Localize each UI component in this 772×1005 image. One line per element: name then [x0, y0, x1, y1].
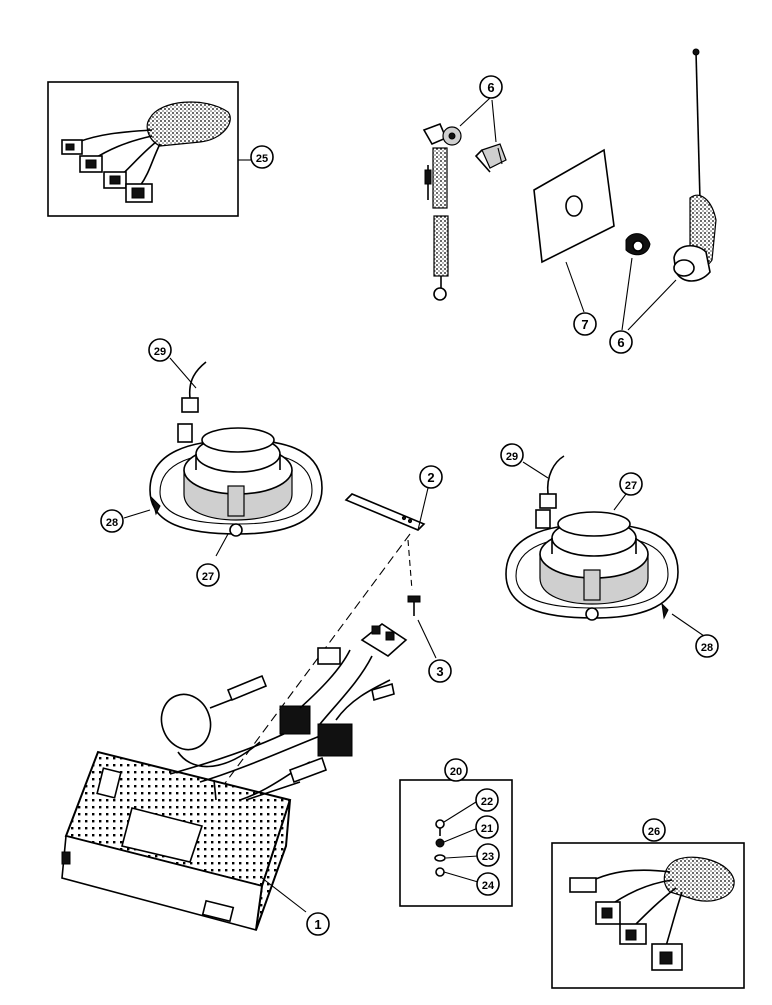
mounting-plate-7	[533, 148, 615, 264]
svg-text:21: 21	[481, 823, 493, 835]
svg-text:23: 23	[482, 851, 494, 863]
harness-inset-25	[47, 81, 239, 217]
svg-text:28: 28	[701, 642, 713, 654]
callout-27-right: 27	[619, 472, 643, 496]
radio-harness	[160, 623, 408, 801]
callout-23: 23	[476, 843, 500, 867]
callout-22: 22	[475, 788, 499, 812]
speaker-right	[505, 455, 679, 621]
callout-3: 3	[428, 659, 452, 683]
callout-24: 24	[476, 872, 500, 896]
leader-lines	[123, 97, 705, 913]
svg-text:3: 3	[436, 664, 443, 679]
callouts: 6 25 7 6 29 2 27 29	[100, 75, 719, 936]
callout-6-lower: 6	[609, 330, 633, 354]
ground-strap-assembly	[422, 122, 507, 301]
callout-6-upper: 6	[479, 75, 503, 99]
radio-unit-1	[61, 750, 292, 932]
callout-27-left: 27	[196, 563, 220, 587]
svg-text:2: 2	[427, 470, 434, 485]
callout-21: 21	[475, 815, 499, 839]
svg-text:29: 29	[154, 346, 166, 358]
antenna	[625, 48, 717, 282]
harness-inset-26	[551, 842, 745, 989]
callout-29-left: 29	[148, 338, 172, 362]
svg-text:27: 27	[625, 480, 637, 492]
svg-text:25: 25	[256, 153, 268, 165]
svg-text:6: 6	[487, 80, 494, 95]
svg-text:29: 29	[506, 451, 518, 463]
svg-text:24: 24	[482, 880, 495, 892]
callout-28-right: 28	[695, 634, 719, 658]
screw-3	[407, 595, 421, 616]
callout-20: 20	[444, 758, 468, 782]
svg-text:1: 1	[314, 917, 321, 932]
callout-7: 7	[573, 312, 597, 336]
svg-text:26: 26	[648, 826, 660, 838]
callout-1: 1	[306, 912, 330, 936]
svg-text:22: 22	[481, 796, 493, 808]
svg-text:28: 28	[106, 517, 118, 529]
callout-28-left: 28	[100, 509, 124, 533]
svg-text:7: 7	[581, 317, 588, 332]
svg-text:6: 6	[617, 335, 624, 350]
speaker-left	[149, 361, 323, 537]
svg-text:20: 20	[450, 766, 462, 778]
callout-2: 2	[419, 465, 443, 489]
callout-25: 25	[250, 145, 274, 169]
svg-text:27: 27	[202, 571, 214, 583]
callout-29-right: 29	[500, 443, 524, 467]
callout-26: 26	[642, 818, 666, 842]
bracket-2	[344, 493, 426, 531]
